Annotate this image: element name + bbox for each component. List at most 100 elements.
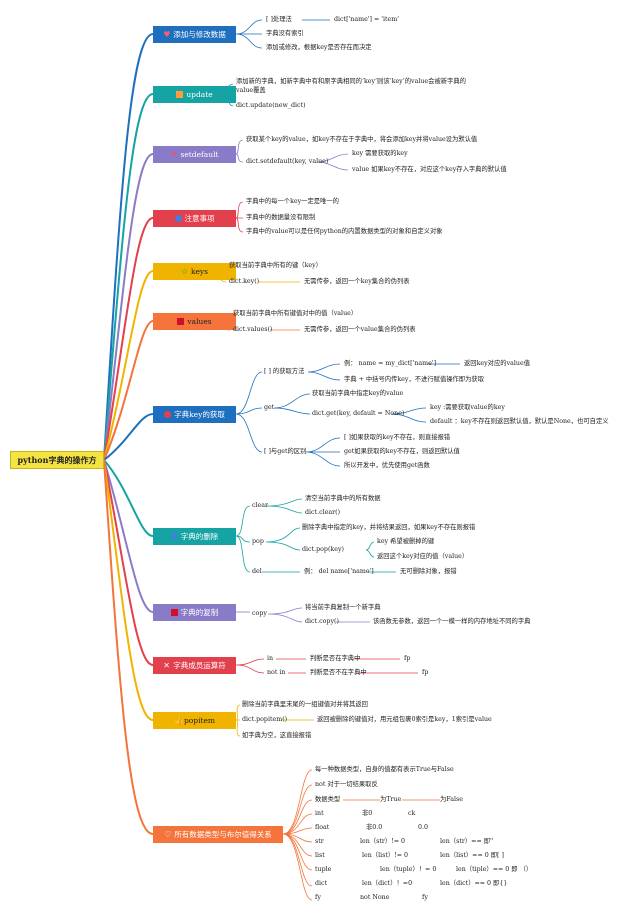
node-text: key 希望被删掉的键 [377, 538, 435, 545]
bool-true-cell: len（list）!= 0 [362, 852, 408, 859]
topic-add[interactable]: ♥添加与修改数据 [153, 26, 236, 43]
branch-add [103, 33, 154, 461]
node-text: value 如果key不存在，对应这个key存入字典的默认值 [352, 166, 507, 173]
bool-type-cell: list [315, 852, 325, 859]
topic-label: 添加与修改数据 [173, 30, 226, 39]
node-text: 所以开发中，优先使用get函数 [344, 462, 430, 469]
node-text: key :需要获取value的key [430, 404, 505, 411]
bool-false-cell: 为False [440, 796, 463, 803]
node-text: dict.update(new_dict) [236, 102, 306, 109]
flag-icon [170, 609, 178, 616]
node-text: 字典中的每一个key一定是唯一的 [246, 198, 339, 205]
topic-update[interactable]: update [153, 86, 236, 103]
branch-popitem [103, 459, 154, 721]
node-text: key 需要获取的key [352, 150, 408, 157]
topic-notes[interactable]: 注意事项 [153, 210, 236, 227]
node-text: 将当前字典复制一个新字典 [305, 604, 381, 611]
bool-true-cell: len（dict）！=0 [362, 880, 413, 887]
topic-setdefault[interactable]: ✕setdefault [153, 146, 236, 163]
node-text: 每一种数据类型，自身的值都有表示True与False [315, 766, 454, 773]
node-text: dict.pop(key) [302, 546, 344, 553]
node-text: 获取当前字典中所有键值对中的值（value） [233, 310, 358, 317]
node-text: dict.get(key, default = None) [312, 410, 405, 417]
node-text: [ ]如果获取的key不存在，则直接报错 [344, 434, 451, 441]
branch-delete [103, 459, 154, 537]
node-text: 字典中的value可以是任何python的内置数据类型的对象和自定义对象 [246, 228, 443, 235]
bool-type-cell: tuple [315, 866, 332, 873]
bool-true-cell: not None [360, 894, 390, 901]
node-text: 添加或修改，根据key是否存在而决定 [266, 44, 372, 51]
bool-true-cell: len（tuple）！= 0 [380, 866, 437, 873]
topic-keys[interactable]: ☆keys [153, 263, 236, 280]
bool-false-cell: len（dict）== 0 即{} [440, 880, 508, 887]
heart-icon: ♡ [164, 830, 172, 839]
topic-popitem[interactable]: 👍popitem [153, 712, 236, 729]
topic-values[interactable]: values [153, 313, 236, 330]
node-text: 例： del name['name'] [304, 568, 374, 575]
bool-type-cell: str [315, 838, 324, 845]
topic-label: 字典的复制 [180, 608, 219, 617]
branch-keys [103, 270, 154, 461]
node-text: value覆盖 [236, 87, 266, 94]
thumbs-up-icon: 👍 [173, 716, 184, 725]
bool-type-cell: fy [315, 894, 321, 901]
branch-update [103, 93, 154, 461]
node-text: dict.setdefault(key, value) [246, 158, 329, 165]
node-text: dict.popitem() [242, 716, 288, 723]
topic-member[interactable]: ✕字典成员运算符 [153, 657, 236, 674]
topic-label: update [186, 90, 213, 99]
topic-label: 注意事项 [184, 214, 215, 223]
node-text: [ ]处理法 [266, 16, 292, 23]
flag-icon [177, 318, 185, 325]
node-text: 字典没有索引 [266, 30, 304, 37]
bool-false-cell: len（list）== 0 即[ ] [440, 852, 504, 859]
bool-true-cell: len（str）!= 0 [360, 838, 405, 845]
node-text: 删除当前字典里末尾的一组键值对并将其返回 [242, 701, 368, 708]
node-text: 返回key对应的value值 [464, 360, 530, 367]
root-topic[interactable]: python字典的操作方 [10, 451, 104, 469]
diamond-icon [170, 532, 179, 541]
branch-copy [103, 459, 154, 613]
bool-type-cell: float [315, 824, 330, 831]
topic-copy[interactable]: 字典的复制 [153, 604, 236, 621]
node-text: dict['name'] = 'item' [334, 16, 399, 23]
node-text: clear [252, 502, 269, 509]
node-text: get如果获取的key不存在，则返回默认值 [344, 448, 460, 455]
bool-true-cell: 为True [380, 796, 402, 803]
node-text: dict.values() [233, 326, 273, 333]
topic-label: keys [190, 267, 209, 276]
node-text: 无需传参，返回一个key集合的伪列表 [304, 278, 410, 285]
branch-values [103, 320, 154, 461]
node-text: [ ] 的获取方法 [264, 368, 305, 375]
bool-false-cell: len（str）== 即'' [440, 838, 494, 845]
heart-icon: ♥ [163, 30, 171, 39]
square-icon [176, 91, 184, 98]
node-text: 字典 + 中括号内传key，不进行赋值操作即为获取 [344, 376, 485, 383]
node-text: 获取当前字典中所有的键（key） [229, 262, 322, 269]
node-text: get [264, 404, 275, 411]
bool-true-cell: 非0 [362, 810, 373, 817]
topic-bool[interactable]: ♡所有数据类型与布尔值得关系 [153, 826, 283, 843]
node-text: 删除字典中指定的key，并将结果返回，如果key不存在则报错 [302, 524, 476, 531]
bool-false-cell: ck [408, 810, 416, 817]
branch-setdefault [103, 153, 154, 461]
node-text: fp [422, 669, 429, 676]
node-text: 获取当前字典中指定key的value [312, 390, 404, 397]
bool-type-cell: 数据类型 [315, 796, 341, 803]
node-text: copy [252, 610, 267, 617]
node-text: 如字典为空，这直接报错 [242, 732, 312, 739]
circle-icon [174, 215, 182, 222]
topic-label: setdefault [180, 150, 219, 159]
node-text: 字典中的数据量没有限制 [246, 214, 316, 221]
topic-label: values [187, 317, 212, 326]
branch-get [103, 413, 154, 461]
topic-get[interactable]: 字典key的获取 [153, 406, 236, 423]
node-text: 判断是否在字典中 [310, 655, 361, 662]
node-text: dict.copy() [305, 618, 339, 625]
topic-delete[interactable]: 字典的删除 [153, 528, 236, 545]
bool-false-cell: len（tiple）== 0 即 （） [456, 866, 533, 873]
bool-false-cell: 0.0 [418, 824, 429, 831]
bool-false-cell: fy [422, 894, 428, 901]
node-text: dict.key() [229, 278, 260, 285]
